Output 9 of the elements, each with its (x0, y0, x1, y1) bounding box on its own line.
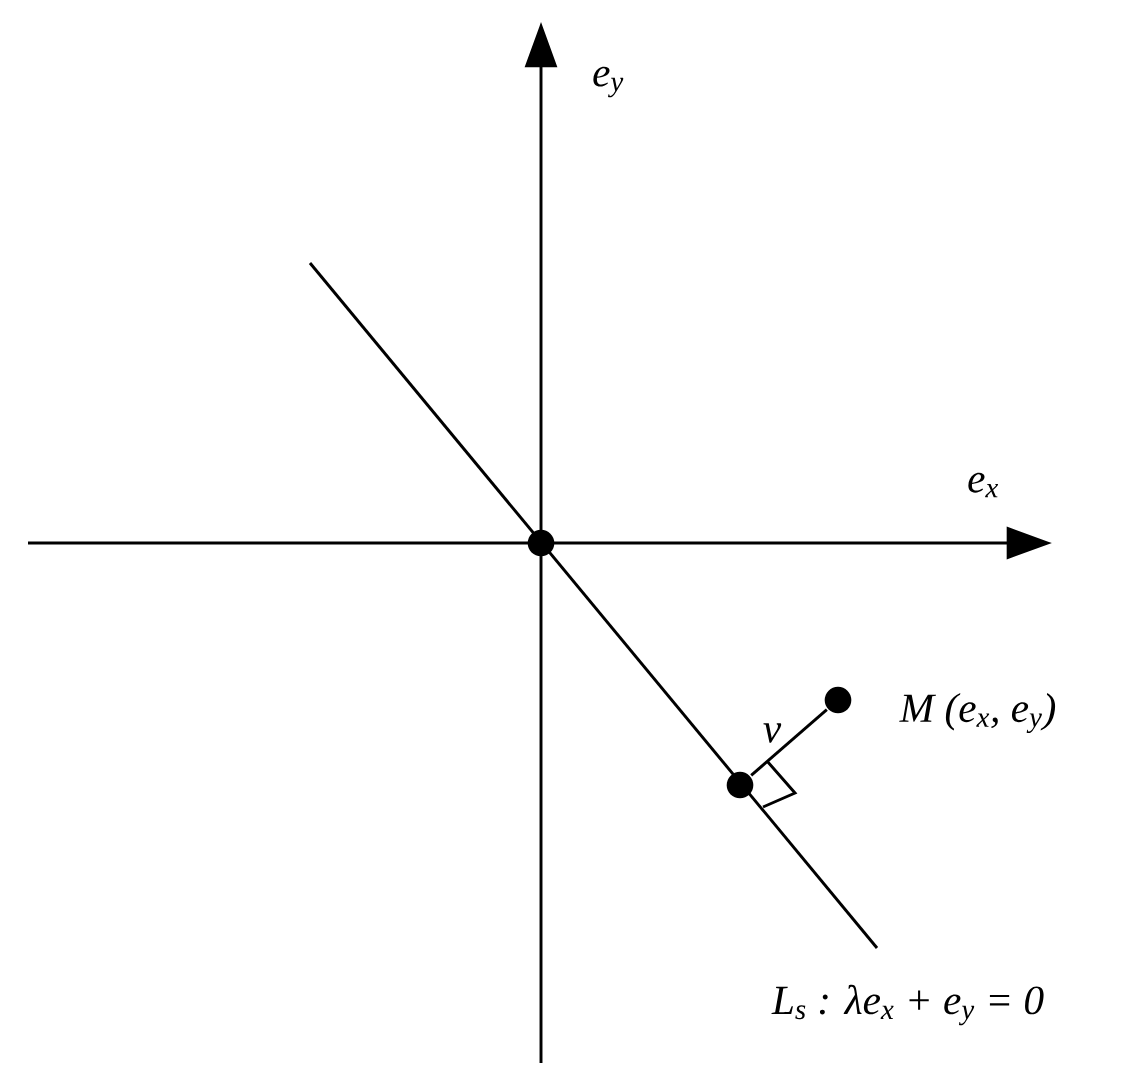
edge-label: v (763, 723, 782, 743)
point-dot (527, 529, 555, 557)
axis-label: L$_{s}$ : λe$_{x}$ + e$_{y}$ = 0 (771, 984, 1044, 1026)
point-dot (824, 686, 852, 714)
point-label: M (e$_{x}$, e$_{y}$) (899, 693, 1056, 733)
axis-label: e$_{x}$ (968, 472, 999, 498)
point-dot (726, 771, 754, 799)
axis-label: e$_{y}$ (593, 66, 624, 98)
distance-segment (750, 708, 828, 777)
